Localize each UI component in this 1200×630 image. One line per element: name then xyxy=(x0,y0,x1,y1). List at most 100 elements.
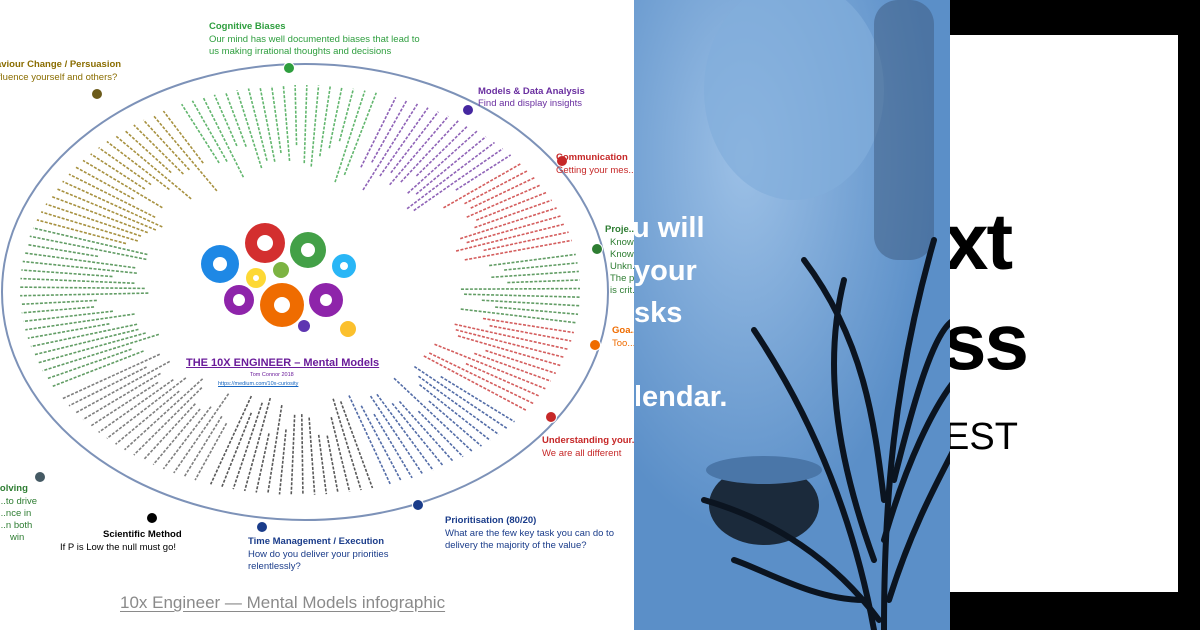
list-text-stroke xyxy=(361,97,396,167)
list-text-stroke xyxy=(443,164,520,208)
list-text-stroke xyxy=(461,309,577,323)
mid-text-line-5: lendar. xyxy=(634,383,728,412)
desc-problem-solving-2: ...nce in xyxy=(0,509,31,520)
list-text-stroke xyxy=(377,394,433,470)
desc-prioritisation-2: delivery the majority of the value? xyxy=(445,541,587,552)
list-text-stroke xyxy=(63,354,160,398)
list-text-stroke xyxy=(21,300,97,304)
list-text-stroke xyxy=(467,185,541,217)
list-text-stroke xyxy=(153,409,200,465)
list-text-stroke xyxy=(21,270,112,277)
list-text-stroke xyxy=(331,417,349,492)
list-text-stroke xyxy=(482,300,579,305)
list-text-stroke xyxy=(91,154,145,189)
list-text-stroke xyxy=(192,101,227,162)
right-small-line: EST xyxy=(950,418,1018,456)
list-text-stroke xyxy=(46,204,141,236)
label-time-management: Time Management / Execution xyxy=(248,537,384,548)
list-text-stroke xyxy=(455,324,568,349)
list-text-stroke xyxy=(20,293,148,296)
desc-goals: Too... xyxy=(612,339,634,350)
list-text-stroke xyxy=(495,307,578,314)
desc-prioritisation-1: What are the few key task you can do to xyxy=(445,529,614,540)
list-text-stroke xyxy=(311,85,318,166)
list-text-stroke xyxy=(134,125,184,174)
label-project: Proje... xyxy=(605,225,634,236)
list-text-stroke xyxy=(41,212,138,241)
list-text-stroke xyxy=(464,171,527,204)
list-text-stroke xyxy=(461,289,580,290)
desc-project-1: Know... xyxy=(610,238,634,249)
list-text-stroke xyxy=(28,324,110,338)
list-text-stroke xyxy=(327,436,338,493)
list-text-stroke xyxy=(456,330,565,358)
infographic-url[interactable]: https://medium.com/10x-curiosity xyxy=(218,381,298,387)
list-text-stroke xyxy=(99,148,151,185)
list-text-stroke xyxy=(91,382,158,426)
desc-problem-solving-4: win xyxy=(10,533,24,544)
label-behaviour-change: Behaviour Change / Persuasion xyxy=(0,60,121,71)
list-text-stroke xyxy=(458,336,560,366)
list-text-stroke xyxy=(163,407,211,469)
infographic-caption-link[interactable]: 10x Engineer — Mental Models infographic xyxy=(120,593,445,613)
desc-scientific-method: If P is Low the null must go! xyxy=(60,543,176,554)
text-card[interactable]: xt ss EST xyxy=(950,0,1200,630)
desc-project-4: The p... xyxy=(610,274,634,285)
card-bottom-edge xyxy=(950,592,1200,630)
photo-card[interactable]: u will your sks lendar. xyxy=(634,0,950,630)
infographic-panel[interactable]: THE 10X ENGINEER – Mental Models Tom Con… xyxy=(0,0,634,630)
list-text-stroke xyxy=(20,287,145,288)
desc-project-3: Unkn... xyxy=(610,262,634,273)
list-text-stroke xyxy=(464,294,580,297)
list-text-stroke xyxy=(429,401,482,446)
list-text-stroke xyxy=(456,224,565,251)
list-text-stroke xyxy=(237,90,262,168)
list-text-stroke xyxy=(408,131,477,193)
node-problem-solving xyxy=(34,471,46,483)
desc-problem-solving-3: ...n both xyxy=(0,521,32,532)
list-text-stroke xyxy=(283,85,289,161)
list-text-stroke xyxy=(414,149,503,211)
list-text-stroke xyxy=(23,311,113,321)
node-prioritisation xyxy=(412,499,424,511)
node-goals xyxy=(589,339,601,351)
list-text-stroke xyxy=(107,142,169,190)
list-text-stroke xyxy=(320,86,330,156)
mid-text-line-3: sks xyxy=(634,299,682,328)
node-behaviour-change xyxy=(91,88,103,100)
list-text-stroke xyxy=(304,85,307,163)
desc-cognitive-biases-1: Our mind has well documented biases that… xyxy=(209,35,420,46)
gears-logo xyxy=(201,223,356,337)
desc-cognitive-biases-2: us making irrational thoughts and decisi… xyxy=(209,47,391,58)
mid-text-line-2: your xyxy=(634,257,697,286)
list-text-stroke xyxy=(184,416,222,476)
list-text-stroke xyxy=(226,92,246,146)
desc-communication: Getting your mes... xyxy=(556,166,634,177)
list-text-stroke xyxy=(407,143,494,209)
right-big-line-1: xt xyxy=(950,202,1011,282)
list-text-stroke xyxy=(268,405,282,493)
node-cognitive-biases xyxy=(283,62,295,74)
list-text-stroke xyxy=(38,333,145,363)
node-models-data xyxy=(462,104,474,116)
list-text-stroke xyxy=(441,377,515,422)
list-text-stroke xyxy=(361,406,401,481)
node-time-management xyxy=(256,521,268,533)
list-text-stroke xyxy=(291,415,294,495)
right-big-line-2: ss xyxy=(950,302,1027,382)
list-text-stroke xyxy=(471,178,535,208)
list-text-stroke xyxy=(27,245,98,257)
label-prioritisation: Prioritisation (80/20) xyxy=(445,516,536,527)
list-text-stroke xyxy=(214,95,236,146)
list-text-stroke xyxy=(295,85,296,145)
node-project xyxy=(591,243,603,255)
desc-project-2: Know... xyxy=(610,250,634,261)
label-understanding: Understanding your... xyxy=(542,436,634,447)
list-text-stroke xyxy=(467,216,561,243)
list-text-stroke xyxy=(272,86,281,153)
list-text-stroke xyxy=(260,87,275,162)
desc-understanding: We are all different xyxy=(542,449,621,460)
list-text-stroke xyxy=(466,364,540,397)
list-text-stroke xyxy=(125,130,172,172)
list-text-stroke xyxy=(460,208,556,239)
